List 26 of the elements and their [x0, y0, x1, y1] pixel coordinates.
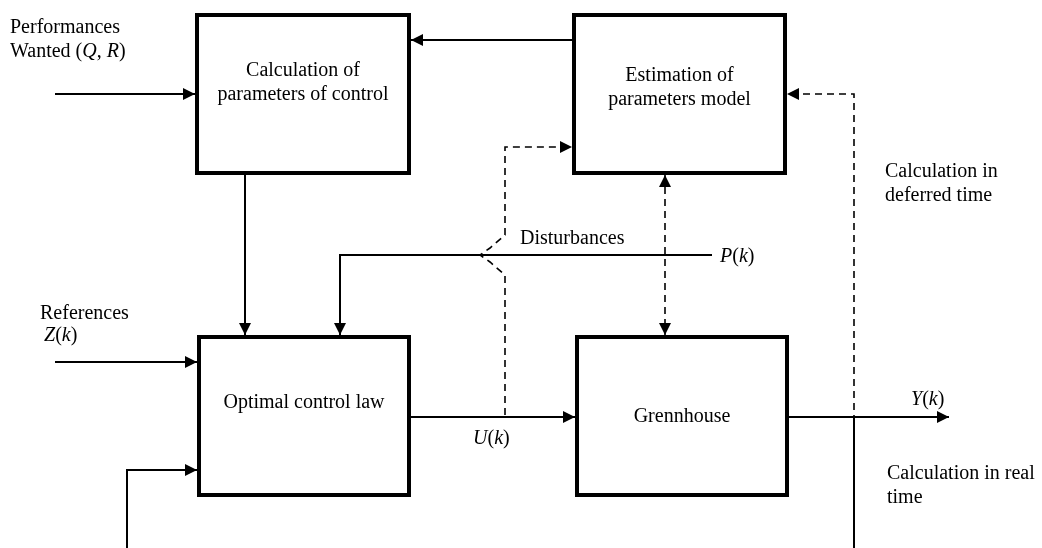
- process-box: [197, 335, 411, 497]
- box-label: Grennhouse: [632, 403, 732, 427]
- arrow: [54, 356, 198, 368]
- arrow: [126, 464, 198, 548]
- text-label: Z(k): [44, 322, 79, 346]
- signal-label: Y(k): [903, 386, 951, 417]
- text-label: Calculation in deferred time: [885, 158, 999, 206]
- text-label: References: [40, 300, 130, 324]
- text-label: Calculation in real time: [887, 460, 1036, 508]
- process-box: [572, 13, 787, 175]
- arrow: [54, 88, 196, 100]
- text-label: Performances Wanted (Q, R): [10, 14, 127, 62]
- dashed-arrow: [659, 174, 671, 336]
- arrow: [239, 174, 251, 336]
- dashed-arrow: [786, 88, 855, 418]
- edge-label: U(k): [473, 426, 510, 448]
- connector-line: [788, 416, 855, 548]
- arrow: [334, 254, 713, 336]
- box-label: Optimal control law: [222, 389, 386, 413]
- box-label: Calculation of parameters of control: [216, 57, 390, 105]
- process-box: [575, 335, 789, 497]
- arrow: [410, 34, 573, 46]
- box-label: Estimation of parameters model: [607, 62, 752, 110]
- arrow: [410, 411, 576, 423]
- signal-label: P(k): [712, 243, 762, 269]
- process-box: [195, 13, 411, 175]
